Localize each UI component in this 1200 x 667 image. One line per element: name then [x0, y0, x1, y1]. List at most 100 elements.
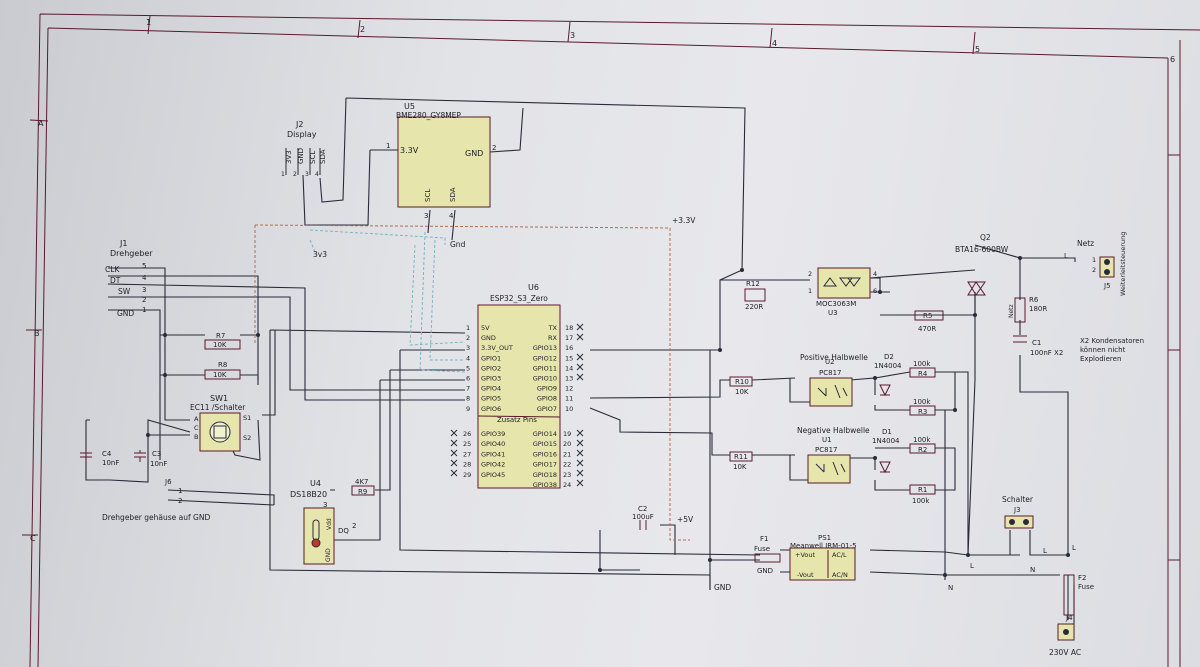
col-label: 1	[146, 18, 151, 27]
u3-pin-num: 4	[873, 270, 877, 278]
no-connect-mark	[576, 323, 584, 331]
u6-right-pin-num: 11	[565, 395, 573, 403]
net-n-label: N	[1030, 566, 1035, 574]
sw1-rotary-encoder[interactable]: SW1 EC11 /Schalter A C B S1 S2	[190, 394, 251, 452]
u6-left-pin-num: 8	[466, 395, 470, 403]
j1-encoder-connector[interactable]: J1 Drehgeber CLK DT SW GND 5 4 3 2 1	[105, 239, 153, 318]
r1-resistor[interactable]: R1 100k	[909, 484, 936, 505]
f1-fuse[interactable]: F1 Fuse GND	[754, 535, 781, 575]
no-connect-mark	[450, 449, 458, 457]
c3-capacitor[interactable]: C3 10nF	[134, 450, 167, 468]
j3-switch-connector[interactable]: Schalter J3	[1002, 495, 1034, 529]
u6-extra-left-num: 25	[463, 440, 471, 448]
d1-diode[interactable]: D1 1N4004	[872, 428, 900, 474]
no-connect-mark	[576, 439, 584, 447]
r5-resistor[interactable]: R5 470R	[914, 310, 944, 333]
f1-value: Fuse	[754, 545, 770, 553]
u4-ref: U4	[310, 479, 321, 488]
u3-optotriac[interactable]: 2 1 4 6 MOC3063M U3	[808, 267, 877, 317]
c4-value: 10nF	[102, 459, 119, 467]
u6-esp32-module[interactable]: U6 ESP32_S3_Zero 5VGND3.3V_OUTGPIO1GPIO2…	[450, 283, 584, 489]
r7-resistor[interactable]: R7 10K	[204, 332, 241, 350]
u6-extra-right-pin: GPIO38	[533, 481, 557, 489]
r5-ref: R5	[923, 312, 932, 320]
u2-optocoupler[interactable]: U2 PC817	[809, 358, 853, 407]
u6-value: ESP32_S3_Zero	[490, 294, 548, 303]
net-labels: +3.3V +5V GND Netz Gnd 3v3	[313, 216, 1094, 592]
r4-resistor[interactable]: 100k R4	[909, 360, 936, 378]
u6-left-pin-name: GPIO1	[481, 354, 501, 362]
r6-resistor[interactable]: R6 180R Netz	[1008, 296, 1047, 323]
j5-pin-num: 2	[1092, 266, 1096, 274]
sw1-pin-b: B	[194, 433, 198, 441]
ps1-power-supply[interactable]: PS1 Meanwell IRM-01-5 +Vout -Vout AC/L A…	[789, 534, 857, 581]
r6-value: 180R	[1029, 305, 1047, 313]
j2-pin-num: 1	[281, 171, 285, 178]
r6-net: Netz	[1008, 304, 1015, 318]
r9-resistor[interactable]: 4K7 R9	[351, 478, 375, 496]
r2-ref: R2	[918, 446, 927, 454]
u3-pin-num: 2	[808, 270, 812, 278]
u5-bme280-module[interactable]: U5 BME280_GY8MEP 3.3V GND SCL SDA 1 2 3 …	[386, 102, 496, 220]
ps1-value: Meanwell IRM-01-5	[790, 542, 857, 550]
no-connect-mark	[450, 429, 458, 437]
c1-capacitor[interactable]: C1 100nF X2	[1013, 335, 1063, 357]
r8-resistor[interactable]: R8 10K	[204, 361, 241, 380]
r10-value: 10K	[735, 388, 749, 396]
u5-pin-33v: 3.3V	[400, 146, 419, 155]
u6-extra-right-num: 20	[563, 440, 571, 448]
x2-note-text: X2 Kondensatoren können nicht Explodiere…	[1080, 337, 1145, 363]
j4-mains-connector[interactable]: J4 230V AC	[1049, 614, 1081, 657]
q2-ref: Q2	[980, 233, 991, 242]
no-connect-mark	[576, 353, 584, 361]
c3-value: 10nF	[150, 460, 167, 468]
j5-value: Weiterleitsteuerung	[1119, 232, 1127, 296]
c4-capacitor[interactable]: C4 10nF	[80, 450, 119, 467]
j2-value: Display	[287, 130, 317, 139]
j4-value: 230V AC	[1049, 648, 1081, 657]
c1-value: 100nF X2	[1030, 349, 1063, 357]
j6-connector[interactable]: J6 1 2 Drehgeber gehäuse auf GND	[102, 478, 210, 522]
c4-ref: C4	[102, 450, 112, 458]
no-connect-mark	[576, 469, 584, 477]
q2-triac[interactable]: Q2 BTA16-600BW	[955, 233, 1009, 296]
u4-temperature-sensor[interactable]: U4 DS18B20 GND Vdd DQ 2 3	[290, 479, 356, 565]
u5-pin-num: 3	[424, 212, 428, 220]
u1-optocoupler[interactable]: U1 PC817	[807, 436, 851, 484]
u6-extra-title: Zusatz Pins	[497, 416, 537, 424]
j5-ref: J5	[1103, 282, 1111, 290]
r12-resistor[interactable]: R12 220R	[744, 280, 766, 311]
d2-diode[interactable]: D2 1N4004	[874, 353, 902, 397]
r3-resistor[interactable]: 100k R3	[909, 398, 936, 416]
sw1-pin-a: A	[194, 415, 199, 423]
u2-ref: U2	[825, 358, 835, 366]
u6-left-pin-name: GPIO2	[481, 364, 501, 372]
col-label: 4	[772, 39, 777, 48]
col-label: 5	[975, 45, 980, 54]
no-connect-mark	[450, 469, 458, 477]
col-label: 6	[1170, 55, 1175, 64]
j2-pin-label: SCL	[309, 151, 317, 164]
u6-left-pin-name: GPIO3	[481, 375, 501, 383]
u1-value: PC817	[815, 446, 837, 454]
wires	[85, 97, 1076, 630]
u6-extra-right-pin: GPIO18	[533, 471, 557, 479]
c3-ref: C3	[152, 450, 161, 458]
j5-connector[interactable]: 1 2 J5 Weiterleitsteuerung	[1092, 232, 1127, 296]
f2-fuse[interactable]: F2 Fuse	[1063, 574, 1094, 616]
c2-capacitor[interactable]: C2 100uF	[632, 505, 654, 530]
r2-resistor[interactable]: 100k R2	[909, 436, 936, 454]
net-gnd-label: GND	[714, 583, 731, 592]
x2-note: X2 Kondensatoren können nicht Explodiere…	[1080, 337, 1145, 363]
r10-resistor[interactable]: R10 10K	[729, 376, 753, 396]
r11-resistor[interactable]: R11 10K	[729, 451, 753, 471]
j2-pin-num: 4	[315, 171, 319, 178]
net-gnd-b-label: Gnd	[450, 240, 466, 249]
j2-display-connector[interactable]: J2 Display 3V3 GND SCL SDA 1 2 3 4	[281, 120, 327, 178]
u6-left-pin-num: 2	[466, 334, 470, 342]
j2-pin-num: 3	[305, 171, 309, 178]
u4-pin-gnd: GND	[325, 548, 332, 562]
u6-left-pin-num: 9	[466, 405, 470, 413]
